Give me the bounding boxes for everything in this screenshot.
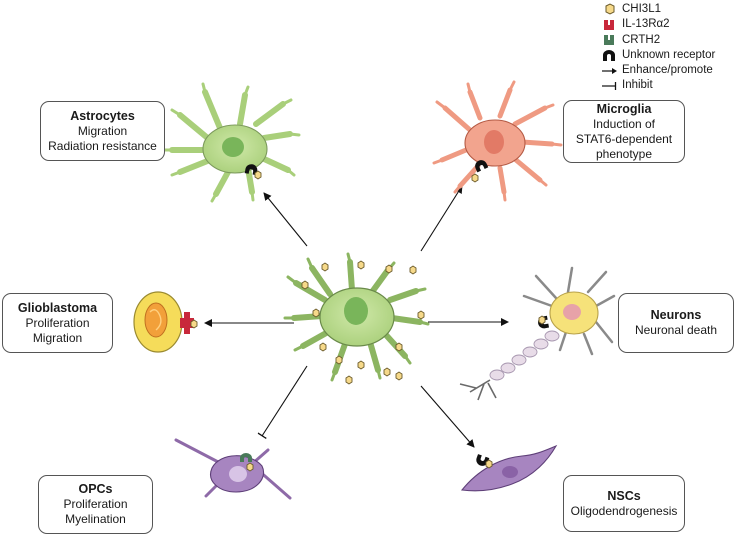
nsc-cell [460,444,558,492]
chi3l1-molecule [395,371,403,381]
chi3l1-molecule [485,459,493,469]
glioblastoma-effect: Proliferation [25,315,90,330]
glioblastoma-cell [133,291,183,353]
glioblastoma-box: Glioblastoma Proliferation Migration [2,293,113,353]
neurons-effect: Neuronal death [634,323,718,337]
legend-label-enhance: Enhance/promote [622,64,713,77]
opcs-title: OPCs [78,482,113,496]
glioblastoma-title: Glioblastoma [17,300,98,315]
chi3l1-molecule [190,319,198,329]
unknown-receptor-icon [244,164,258,176]
microglia-effect: Induction of [592,116,656,131]
arrow-to-nscs [420,385,475,448]
nscs-effect: Oligodendrogenesis [570,503,678,518]
microglia-effect: STAT6-dependent [575,131,673,146]
legend-item-chi3l1: CHI3L1 [600,2,715,17]
legend-item-inhibit: Inhibit [600,78,715,93]
chi3l1-molecule [321,262,329,272]
crth2-receptor-icon [240,453,252,462]
legend-label-crth2: CRTH2 [622,33,661,46]
microglia-effect: phenotype [595,146,653,161]
nscs-box: NSCs Oligodendrogenesis [563,475,685,532]
unknown-receptor-icon [475,160,489,173]
legend-item-il13ra2: IL-13Rα2 [600,17,715,32]
chi3l1-molecule [409,265,417,275]
chi3l1-molecule [395,342,403,352]
neuron-cell [459,266,616,401]
central-astrocyte-cell [283,252,430,382]
chi3l1-molecule [357,360,365,370]
legend: CHI3L1 IL-13Rα2 CRTH2 Unknown receptor E… [600,2,715,94]
chi3l1-molecule [319,342,327,352]
chi3l1-molecule [357,260,365,270]
legend-item-crth2: CRTH2 [600,33,715,48]
astrocytes-effect: Radiation resistance [48,138,157,153]
microglia-box: Microglia Induction of STAT6-dependent p… [563,100,685,163]
chi3l1-molecule [471,173,479,183]
legend-item-unknown-receptor: Unknown receptor [600,48,715,63]
arrow-icon [600,64,618,78]
chi3l1-molecule [246,462,254,472]
legend-item-enhance: Enhance/promote [600,63,715,78]
astrocyte-cell [161,82,301,203]
il13ra2-receptor-icon [180,312,194,334]
opcs-box: OPCs Proliferation Myelination [38,475,153,534]
chi3l1-molecule [385,264,393,274]
arrow-to-astrocytes [263,192,308,247]
crth2-icon [600,33,618,47]
chi3l1-molecule [312,308,320,318]
legend-label-il13ra2: IL-13Rα2 [622,18,670,31]
legend-label-inhibit: Inhibit [622,79,653,92]
chi3l1-molecule [345,375,353,385]
chi3l1-molecule [254,170,262,180]
astrocytes-box: Astrocytes Migration Radiation resistanc… [40,101,165,161]
opcs-effect: Proliferation [63,497,128,511]
chi3l1-molecule [335,355,343,365]
nscs-title: NSCs [607,488,641,503]
chi3l1-molecule [383,367,391,377]
chi3l1-icon [600,3,618,17]
inhibit-to-opcs [257,365,308,440]
inhibit-icon [600,79,618,93]
legend-label-unknown-receptor: Unknown receptor [622,48,716,61]
opcs-effect: Myelination [65,512,126,526]
arrow-to-microglia [420,185,463,252]
neurons-box: Neurons Neuronal death [618,293,734,353]
chi3l1-molecule [417,310,425,320]
unknown-receptor-icon [600,49,618,63]
chi3l1-molecule [301,280,309,290]
opc-cell [174,438,292,500]
neurons-title: Neurons [650,308,702,322]
chi3l1-molecule [538,315,546,325]
chi3l1-molecules [190,170,546,472]
il13ra2-icon [600,18,618,32]
astrocytes-effect: Migration [77,123,128,138]
glioblastoma-effect: Migration [32,330,83,345]
legend-label-chi3l1: CHI3L1 [622,3,661,15]
astrocytes-title: Astrocytes [70,108,135,123]
microglia-title: Microglia [596,101,652,116]
microglia-cell [432,80,563,202]
